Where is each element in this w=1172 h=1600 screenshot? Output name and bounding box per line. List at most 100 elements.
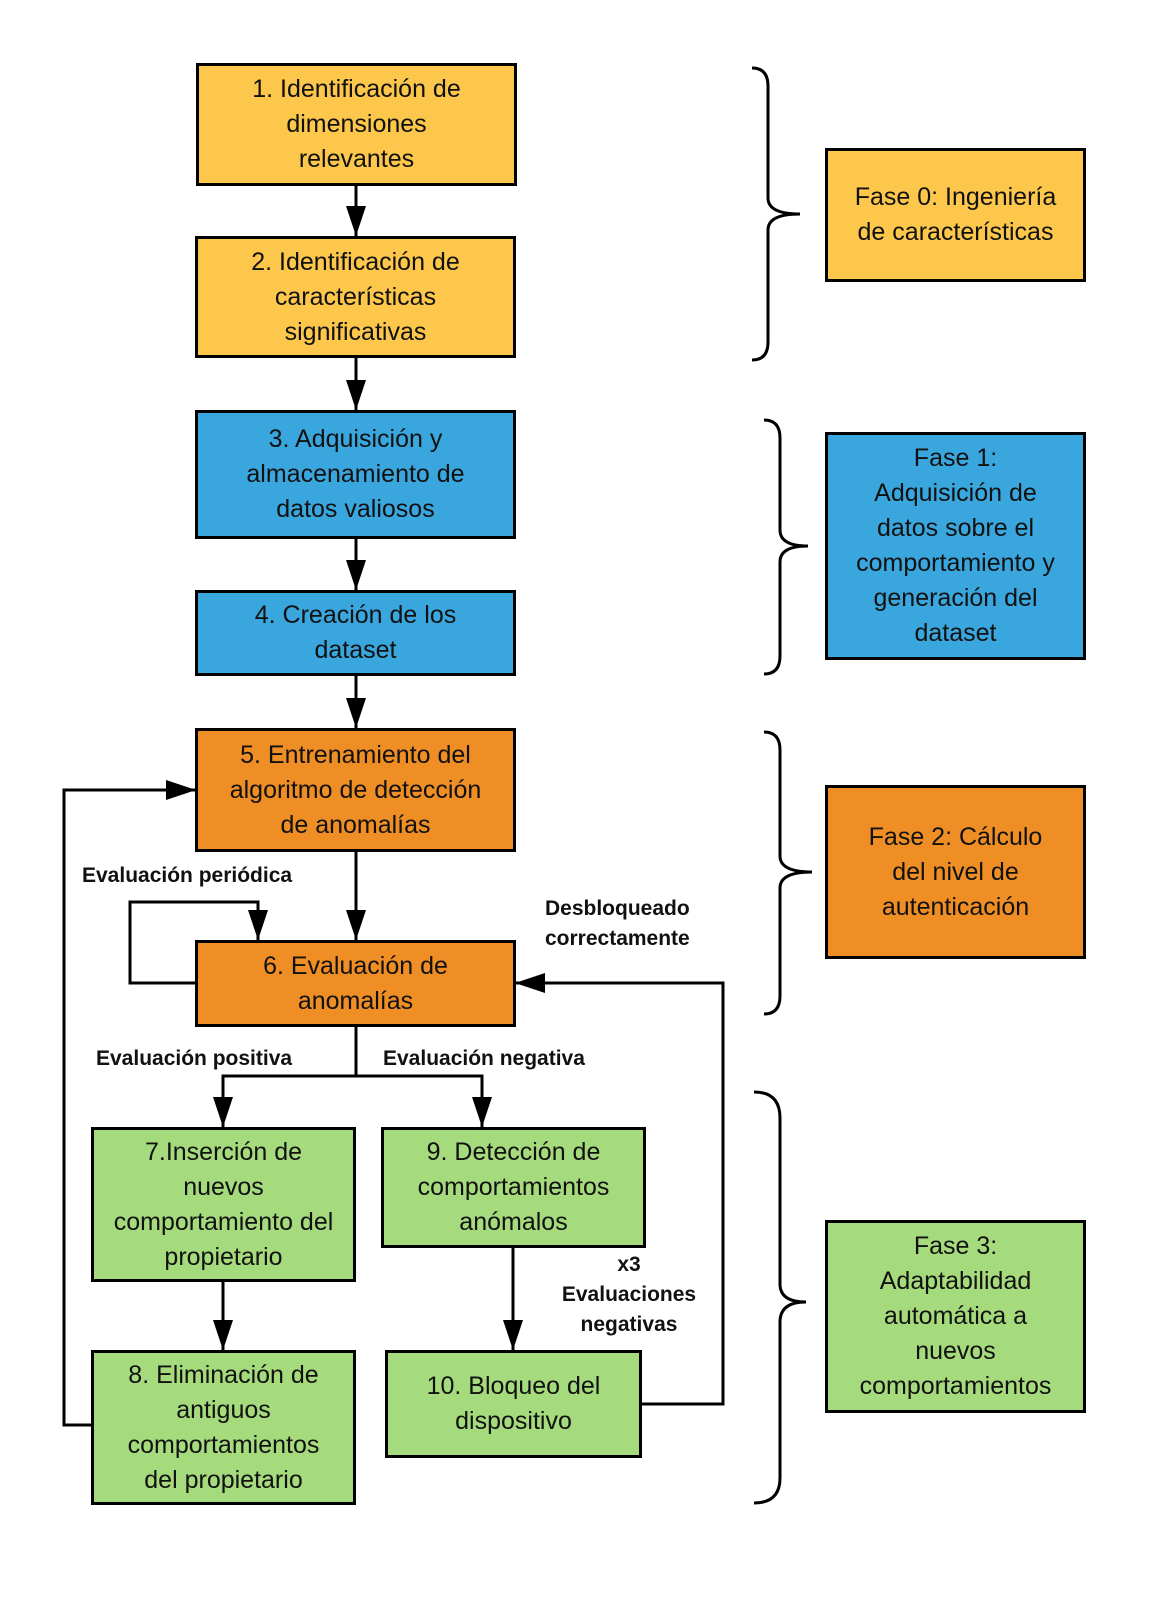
edge-label-negative-text: Evaluación negativa xyxy=(383,1044,585,1074)
step-6-box: 6. Evaluación de anomalías xyxy=(195,940,516,1027)
step-1-box: 1. Identificación de dimensiones relevante… xyxy=(196,63,517,186)
step-4-text: 4. Creación de los dataset xyxy=(255,598,457,668)
step-3-line: 3. Adquisición y xyxy=(268,425,443,453)
brace-phase-3 xyxy=(753,1090,807,1505)
phase-3-line: comportamientos xyxy=(859,1372,1052,1400)
brace-phase-1 xyxy=(763,418,809,676)
step-4-line: 4. Creación de los xyxy=(254,601,457,629)
step-10-line: 10. Bloqueo del xyxy=(426,1372,601,1400)
step-1-text: 1. Identificación de dimensiones relevante… xyxy=(252,72,460,177)
arrowhead-3-to-4 xyxy=(346,560,366,590)
arrowhead-4-to-5 xyxy=(346,698,366,728)
branch-negative xyxy=(356,1074,484,1127)
step-5-text: 5. Entrenamiento del algoritmo de detecci… xyxy=(230,738,482,843)
step-5-box: 5. Entrenamiento del algoritmo de detecci… xyxy=(195,728,516,852)
edge-label-unlocked-line: Desbloqueado xyxy=(545,897,690,920)
phase-1-line: Adquisición de xyxy=(874,479,1037,507)
phase-0-line: de características xyxy=(857,218,1054,246)
arrowhead-1-to-2 xyxy=(346,206,366,236)
step-5-line: algoritmo de detección xyxy=(229,775,482,804)
loop-10-to-6 xyxy=(515,981,725,1406)
edge-label-periodic-text: Evaluación periódica xyxy=(82,861,292,891)
phase-2-line: autenticación xyxy=(881,892,1030,921)
phase-3-line: Adaptabilidad xyxy=(879,1267,1032,1295)
edge-label-three-negative-line: negativas xyxy=(580,1313,678,1336)
step-6-line: anomalías xyxy=(297,986,414,1015)
edge-label-negative-line: Evaluación negativa xyxy=(383,1047,585,1070)
phase-3-box: Fase 3: Adaptabilidad automática a nuevos co… xyxy=(825,1220,1086,1413)
arrowhead-periodic-loop xyxy=(248,910,268,940)
step-4-line: dataset xyxy=(314,636,397,664)
phase-1-line: comportamiento y xyxy=(856,549,1055,577)
edge-label-positive-line: Evaluación positiva xyxy=(96,1047,293,1070)
phase-1-line: generación del xyxy=(873,584,1038,612)
step-1-line: relevantes xyxy=(298,145,415,173)
edge-label-negative-evaluation: Evaluación negativa xyxy=(383,1044,585,1074)
edge-label-unlocked-line: correctamente xyxy=(545,927,690,950)
step-2-text: 2. Identificación de características signi… xyxy=(251,245,459,350)
arrowhead-negative xyxy=(472,1097,492,1127)
step-7-line: nuevos xyxy=(183,1172,264,1201)
step-9-text: 9. Detección de comportamientos anómalos xyxy=(418,1135,610,1240)
step-5-line: de anomalías xyxy=(280,810,431,839)
edge-label-unlocked-text: Desbloqueado correctamente xyxy=(545,894,690,954)
phase-1-text: Fase 1: Adquisición de datos sobre el compo… xyxy=(856,441,1055,651)
phase-3-line: Fase 3: xyxy=(913,1232,998,1260)
step-8-line: del propietario xyxy=(144,1465,303,1494)
arrowhead-9-to-10 xyxy=(503,1320,523,1350)
edge-label-periodic-evaluation: Evaluación periódica xyxy=(82,861,292,891)
step-6-line: 6. Evaluación de xyxy=(263,951,448,980)
step-1-line: dimensiones xyxy=(286,110,427,138)
step-3-line: almacenamiento de xyxy=(246,460,465,488)
phase-0-line: Fase 0: Ingeniería xyxy=(854,183,1057,211)
arrowhead-loop-10-to-6 xyxy=(515,973,545,993)
step-3-text: 3. Adquisición y almacenamiento de datos v… xyxy=(246,422,464,527)
step-4-box: 4. Creación de los dataset xyxy=(195,590,516,676)
loop-8-to-5 xyxy=(62,788,196,1427)
step-2-line: 2. Identificación de xyxy=(251,247,460,276)
brace-phase-0 xyxy=(751,66,801,362)
arrowhead-positive xyxy=(213,1097,233,1127)
step-9-line: 9. Detección de xyxy=(426,1138,601,1166)
phase-0-text: Fase 0: Ingeniería de características xyxy=(855,180,1057,250)
step-9-line: comportamientos xyxy=(417,1173,610,1201)
step-2-line: significativas xyxy=(284,317,427,346)
step-9-line: anómalos xyxy=(459,1208,568,1236)
brace-phase-2 xyxy=(763,730,813,1016)
step-7-line: 7.Inserción de xyxy=(144,1137,303,1166)
arrowhead-2-to-3 xyxy=(346,380,366,410)
step-3-box: 3. Adquisición y almacenamiento de datos v… xyxy=(195,410,516,539)
step-3-line: datos valiosos xyxy=(276,495,435,523)
phase-3-line: automática a xyxy=(883,1302,1028,1330)
step-8-line: 8. Eliminación de xyxy=(128,1360,319,1389)
arrowhead-5-to-6 xyxy=(346,910,366,940)
step-8-line: comportamientos xyxy=(127,1430,320,1459)
phase-2-line: Fase 2: Cálculo xyxy=(868,822,1043,851)
step-2-line: características xyxy=(274,282,437,311)
step-1-line: 1. Identificación de xyxy=(252,75,461,103)
phase-3-line: nuevos xyxy=(915,1337,996,1365)
phase-1-line: datos sobre el xyxy=(876,514,1035,542)
phase-1-box: Fase 1: Adquisición de datos sobre el compo… xyxy=(825,432,1086,660)
branch-positive xyxy=(221,1074,356,1127)
step-7-line: comportamiento del xyxy=(113,1207,334,1236)
edge-label-three-negative-line: Evaluaciones xyxy=(561,1283,697,1306)
step-8-line: antiguos xyxy=(176,1395,271,1424)
phase-3-text: Fase 3: Adaptabilidad automática a nuevos co… xyxy=(860,1229,1052,1404)
phase-1-line: Fase 1: xyxy=(913,444,998,472)
arrowhead-7-to-8 xyxy=(213,1320,233,1350)
edge-label-positive-evaluation: Evaluación positiva xyxy=(96,1044,292,1074)
edge-label-positive-text: Evaluación positiva xyxy=(96,1044,292,1074)
step-8-text: 8. Eliminación de antiguos comportamientos… xyxy=(128,1358,320,1498)
edge-label-three-negative-line: x3 xyxy=(617,1253,641,1276)
step-2-box: 2. Identificación de características signi… xyxy=(195,236,516,358)
step-5-line: 5. Entrenamiento del xyxy=(240,740,471,769)
edge-label-unlocked-correctly: Desbloqueado correctamente xyxy=(545,894,690,954)
